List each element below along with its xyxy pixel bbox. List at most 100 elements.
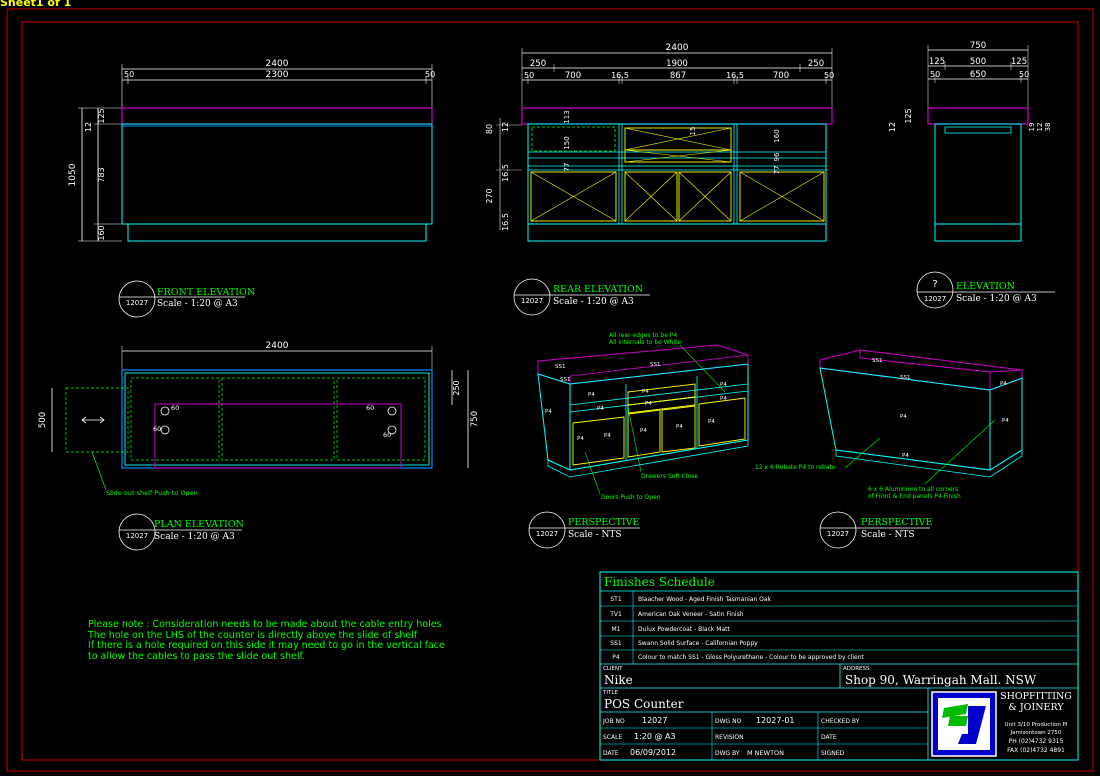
date-label: DATE [603,750,619,757]
rear-elevation-scale: Scale - 1:20 @ A3 [553,297,634,307]
finishes-row: ST1 Blaacher Wood - Aged Finish Tasmania… [610,596,771,603]
dwg-number: 12027-01 [756,716,795,725]
side-dim-row2-c: 125 [1011,57,1027,67]
client-label: CLIENT [603,666,623,672]
drawing-border [21,21,1079,761]
persp-rear-ref: 12027 [536,530,558,538]
side-vdim-e: 38 [1044,123,1052,132]
date2-label: DATE [821,734,837,741]
side-ref: 12027 [924,295,946,303]
rear-vdim-e: 270 [485,188,494,203]
persp-front-ref: 12027 [827,530,849,538]
persp-rear-tag-7: P4 [720,382,727,388]
persp-front-tag-4: P4 [900,414,907,420]
plan-ref: 12027 [126,532,148,540]
rear-dim-row3-g: 50 [824,71,834,80]
title-block: Finishes Schedule ST1 Blaacher Wood - Ag… [599,571,1079,761]
rear-dim-row3-f: 700 [773,71,789,81]
title-label: TITLE [602,690,618,696]
note-line: If there is a hole required on this side… [88,640,445,651]
persp-rear-tag-14: P4 [676,424,683,430]
company-address-1: Unit 3/10 Production Pl [1005,722,1068,728]
side-elevation-title: ELEVATION [956,281,1015,292]
rear-dim-row2-b: 1900 [666,59,688,69]
company-fax: FAX (02)4732 4891 [1007,747,1065,754]
dwg-label: DWG NO [715,718,742,725]
side-vdim-a: 12 [888,122,897,132]
persp-front-tag-1: SS1 [872,358,882,364]
finish-code: ST1 [610,596,621,603]
persp-front-tag-2: SS1 [900,375,910,381]
rear-dim-row3-c: 16.5 [611,71,629,80]
plan-elevation: 2400 750 250 500 60 60 60 60 Slide out s… [38,341,480,551]
persp-rear-tag-4: P4 [545,409,552,415]
front-dim-overall: 2400 [266,59,289,69]
side-dim-row3-c: 50 [1019,70,1029,79]
company-line2: & JOINERY [1008,702,1064,713]
address-label: ADDRESS [843,666,870,672]
perspective-rear: All rear edges to be P4 All internals to… [528,332,749,549]
rear-dim-row3-a: 50 [524,71,534,80]
rear-dim-row3-d: 867 [670,71,686,81]
finish-desc: Swann Solid Surface - Californian Poppy [638,640,758,647]
persp-rear-tag-9: P4 [645,401,652,407]
rear-dim-row3-b: 700 [565,71,581,81]
rear-elevation-title: REAR ELEVATION [553,284,643,295]
scale-label: SCALE [603,734,622,741]
rear-ref: 12027 [521,297,543,305]
persp-rear-tag-3: SS1 [650,362,660,368]
plan-dim-depth-inner: 250 [452,380,461,395]
persp-rear-tag-6: P4 [642,389,649,395]
checked-label: CHECKED BY [821,718,860,725]
side-dim-overall: 750 [970,41,986,51]
plan-dim-depth: 750 [470,411,480,427]
front-dim-end-right: 50 [425,70,435,79]
dwg-by-label: DWG BY [715,750,740,757]
date-value: 06/09/2012 [630,748,676,757]
client-name: Nike [604,673,633,687]
front-dim-mid: 783 [97,167,106,182]
plan-elevation-scale: Scale - 1:20 @ A3 [154,532,235,542]
persp-front-scale: Scale - NTS [861,530,915,540]
rear-idim-d: 15 [689,127,697,136]
persp-rear-scale: Scale - NTS [568,530,622,540]
finishes-title: Finishes Schedule [604,575,715,589]
perspective-front: SS1 SS1 P4 P4 P4 P4 12 x 6 Rebate P4 to … [755,349,1023,549]
note-line: to allow the cables to pass the slide ou… [88,650,306,662]
persp-front-alu-note-2: of Front & End panels P4 Finish [868,493,961,500]
finishes-row: SS1 Swann Solid Surface - Californian Po… [610,640,758,647]
front-elevation: 2400 2300 50 50 1050 125 12 783 160 1202… [68,59,435,318]
finish-code: SS1 [610,640,622,647]
persp-rear-drawers-note: Drawers Soft Close [641,473,698,480]
side-vdim-d: 19 [1028,123,1036,132]
company-line1: SHOPFITTING [1000,691,1072,702]
rear-idim-e: 160 [773,129,781,142]
drawing-title: POS Counter [604,697,684,711]
front-dim-base: 160 [97,225,106,240]
finish-desc: Colour to match SS1 - Gloss Polyurethane… [638,654,865,661]
plan-elevation-title: PLAN ELEVATION [154,519,244,530]
finish-code: P4 [612,654,620,661]
side-marker: ? [932,279,937,290]
finishes-row: M1 Dulux Powdercoat - Black Matt [612,626,731,633]
finish-code: TV1 [609,611,622,618]
persp-front-alu-note-1: 6 x 6 Aluminium to all corners [868,486,958,493]
persp-rear-note-1: All rear edges to be P4 [609,332,677,339]
plan-hole-label-1: 60 [171,404,179,412]
plan-dim-slide: 500 [38,412,48,428]
company-logo-icon [931,691,997,757]
front-dim-top-small: 12 [84,122,93,132]
persp-rear-tag-1: SS1 [555,364,565,370]
persp-front-title: PERSPECTIVE [861,517,933,528]
note-line: Please note : Consideration needs to be … [88,619,442,630]
rear-dim-row2-a: 250 [530,59,546,69]
rear-idim-a: 113 [563,110,571,123]
persp-rear-doors-note: Doors Push to Open [601,494,661,501]
side-elevation-scale: Scale - 1:20 @ A3 [956,294,1037,304]
persp-rear-tag-15: P4 [708,419,715,425]
sheet-label: Sheet1 of 1 [0,0,72,9]
finishes-row: P4 Colour to match SS1 - Gloss Polyureth… [612,654,864,661]
rear-idim-g: 77 [773,166,781,175]
job-label: JOB NO [602,718,625,725]
